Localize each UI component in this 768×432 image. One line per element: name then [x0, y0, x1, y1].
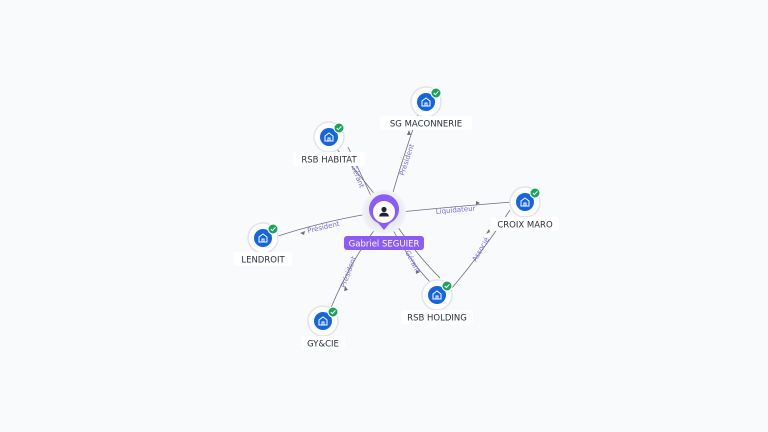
verified-check-icon [333, 122, 345, 134]
building-icon [520, 197, 530, 207]
company-label: RSB HABITAT [301, 156, 357, 166]
arrow-croix-maro [476, 201, 480, 205]
edge-arrows [300, 130, 490, 291]
company-label: SG MACONNERIE [390, 120, 462, 130]
edge-person-rsb-habitat [333, 145, 377, 197]
edge-label-rsb-habitat: Gérant [349, 164, 366, 190]
arrow-sg-maconnerie [407, 130, 411, 135]
company-label: RSB HOLDING [407, 314, 467, 324]
edge-person-gy-cie [329, 227, 377, 311]
edge-person-lendroit [271, 213, 369, 239]
company-node-lendroit[interactable]: LENDROIT [234, 222, 292, 266]
edge-person-rsb-holding-return [396, 225, 441, 279]
person-label-badge [344, 236, 424, 250]
edge-label-sg-maconnerie: Président [398, 143, 416, 177]
person-label: Gabriel SEGUIER [349, 240, 420, 250]
verified-check-icon [430, 87, 442, 99]
building-icon [432, 290, 442, 300]
verified-check-icon [441, 280, 453, 292]
company-node-croix-maro[interactable]: CROIX MARO [491, 186, 559, 231]
edge-label-gy-cie: Président [339, 255, 358, 289]
edge-label-lendroit: Président [307, 220, 341, 235]
verified-check-icon [529, 187, 541, 199]
building-icon [318, 316, 328, 326]
company-node-sg-maconnerie[interactable]: SG MACONNERIE [380, 86, 472, 130]
verified-check-icon [267, 223, 279, 235]
building-icon [324, 132, 334, 142]
edge-person-croix-maro [399, 201, 513, 213]
arrow-lendroit [300, 231, 305, 235]
building-icon [421, 97, 431, 107]
verified-check-icon [327, 306, 339, 318]
edge-label-rsb-holding: Gérant [403, 249, 421, 274]
company-node-rsb-habitat[interactable]: RSB HABITAT [293, 121, 365, 166]
edge-label-associe: Associé [471, 236, 491, 263]
person-icon [379, 206, 389, 217]
company-node-rsb-holding[interactable]: RSB HOLDING [401, 279, 473, 324]
edge-label-croix-maro: Liquidateur [435, 205, 475, 216]
company-node-gy-cie[interactable]: GY&CIE [301, 305, 345, 350]
company-label: LENDROIT [241, 256, 285, 266]
company-label: CROIX MARO [497, 221, 553, 231]
edge-person-rsb-holding [391, 227, 433, 285]
arrow-gy-cie [344, 286, 348, 291]
building-icon [258, 233, 268, 243]
person-node[interactable]: Gabriel SEGUIER [344, 190, 424, 250]
arrow-rsb-holding [416, 270, 420, 274]
company-label: GY&CIE [307, 340, 339, 350]
edge-person-rsb-habitat-return [347, 146, 373, 199]
arrow-associe [486, 229, 490, 234]
